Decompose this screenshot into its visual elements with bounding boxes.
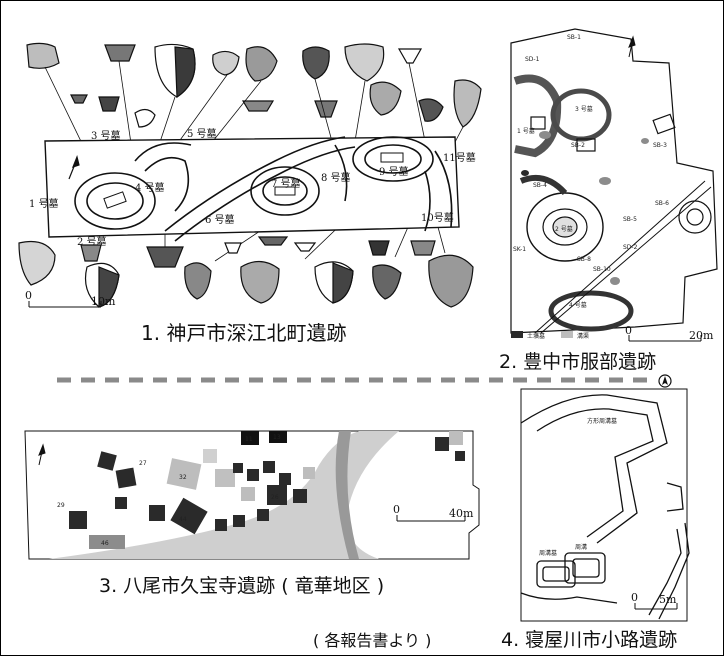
site1-scale-end: 10m — [91, 295, 116, 308]
site4-label-3: 周溝 — [575, 543, 587, 551]
site2-label-sb6: SB-6 — [655, 200, 669, 207]
section-divider — [57, 377, 653, 383]
site2-fill-marks — [521, 131, 649, 285]
site2-label-sb2: SB-2 — [571, 142, 585, 149]
site1-scale-bar — [28, 301, 102, 308]
caption-site3: 3. 八尾市久宝寺遺跡 ( 竜華地区 ) — [99, 575, 385, 597]
site1-tomb-label-10: 10号墓 — [421, 211, 454, 224]
site1-scale-start: 0 — [25, 289, 32, 302]
site2-plan: SB-1 SD-1 SB-2 SB-3 SB-4 SB-5 SB-6 SB-8 … — [505, 21, 719, 347]
site1-pottery-top — [26, 42, 482, 128]
north-arrow-icon — [38, 443, 46, 466]
site4-scale-end: 5m — [659, 593, 677, 606]
caption-site1: 1. 神戸市深江北町遺跡 — [141, 321, 347, 345]
site2-label-sk1: SK-1 — [513, 246, 526, 253]
site2-labels: SB-1 SD-1 SB-2 SB-3 SB-4 SB-5 SB-6 SB-8 … — [513, 34, 669, 309]
site1-tomb-label-3: 3 号墓 — [91, 129, 121, 142]
site4-ditches — [520, 394, 690, 620]
site4-scale-bar — [634, 603, 678, 610]
site2-label-sd2: SD-2 — [623, 244, 638, 251]
site2-legend-1: 土壙墓 — [527, 332, 545, 340]
site1-tomb-label-1: 1 号墓 — [29, 197, 59, 210]
site1-tomb-label-5: 5 号墓 — [187, 127, 217, 140]
site1-tomb-label-4: 4 号墓 — [135, 181, 165, 194]
source-note: ( 各報告書より ) — [313, 631, 432, 650]
site4-plan: 方形周溝墓 周溝墓 周溝 0 5m — [517, 383, 717, 623]
site4-label-2: 周溝墓 — [539, 549, 557, 557]
site2-label-sb4: SB-4 — [533, 182, 547, 189]
site3-mound-numbers: 11 13 32 26 44 46 29 27 — [57, 434, 281, 547]
site1-tomb-label-8: 8 号墓 — [321, 171, 351, 184]
site2-label-sb1: SB-1 — [567, 34, 581, 41]
north-arrow-circle-icon — [658, 374, 672, 388]
site3-mounds — [69, 431, 465, 549]
site3-scale-bar — [396, 515, 466, 522]
site3-num-26: 26 — [271, 494, 279, 501]
site2-legend-2: 溝渠 — [577, 332, 589, 340]
site3-plan: 11 13 32 26 44 46 29 27 0 40m — [19, 425, 483, 565]
caption-site2: 2. 豊中市服部遺跡 — [499, 351, 657, 373]
site2-scale-end: 20m — [689, 329, 714, 342]
site2-label-sb5: SB-5 — [623, 216, 637, 223]
site2-label-sb10: SB-10 — [593, 266, 611, 273]
site2-label-tomb2: 2 号墓 — [555, 225, 573, 233]
site2-legend: 土壙墓 溝渠 — [511, 331, 589, 340]
site3-scale-end: 40m — [449, 507, 474, 520]
site3-num-13: 13 — [273, 434, 281, 441]
site3-num-32: 32 — [179, 474, 187, 481]
site1-burial-pits — [103, 152, 404, 209]
site4-labels: 方形周溝墓 周溝墓 周溝 — [539, 417, 617, 557]
site1-tomb-label-11: 11号墓 — [443, 151, 476, 164]
site3-num-27: 27 — [139, 460, 147, 467]
site3-num-46: 46 — [101, 540, 109, 547]
site1-tomb-label-6: 6 号墓 — [205, 213, 235, 226]
site2-scale-bar — [628, 335, 702, 342]
site4-scale-start: 0 — [631, 591, 638, 604]
site4-label-1: 方形周溝墓 — [587, 417, 617, 425]
site2-label-tomb4: 4 号墓 — [569, 301, 587, 309]
site2-label-tomb3: 3 号墓 — [575, 105, 593, 113]
site1-tomb-label-7: 7 号墓 — [271, 177, 301, 190]
site1-tomb-ditches — [74, 136, 453, 242]
site1-tomb-label-9: 9 号墓 — [379, 165, 409, 178]
site2-label-tomb1: 1 号墓 — [517, 127, 535, 135]
site4-excavation-area — [520, 388, 688, 622]
caption-site4: 4. 寝屋川市小路遺跡 — [501, 629, 678, 651]
site3-num-11: 11 — [245, 436, 253, 443]
site1-pottery-bottom — [18, 236, 474, 308]
site3-num-44: 44 — [179, 516, 187, 523]
site2-excavation-area — [510, 28, 718, 334]
site2-features — [513, 74, 712, 334]
site3-num-29: 29 — [57, 502, 65, 509]
north-arrow-icon — [68, 155, 80, 180]
north-arrow-icon — [628, 35, 636, 58]
site2-scale-start: 0 — [625, 324, 632, 337]
site2-label-sb8: SB-8 — [577, 256, 591, 263]
site2-label-sb3: SB-3 — [653, 142, 667, 149]
site2-label-sd1: SD-1 — [525, 56, 540, 63]
site3-scale-start: 0 — [393, 503, 400, 516]
site3-river-channel — [49, 431, 399, 559]
site1-plan: 1 号墓 2 号墓 3 号墓 4 号墓 5 号墓 6 号墓 7 号墓 8 号墓 … — [15, 41, 485, 311]
